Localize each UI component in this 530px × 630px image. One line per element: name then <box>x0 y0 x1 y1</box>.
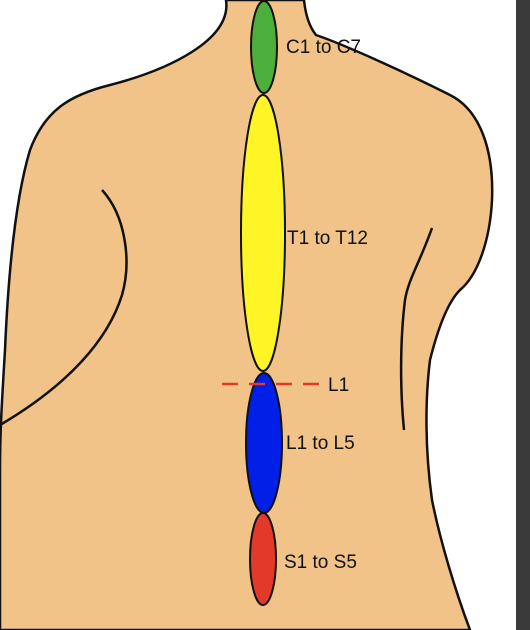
right-side-line <box>399 227 434 431</box>
l1-label: L1 <box>328 375 349 396</box>
cervical-segment <box>250 0 278 94</box>
lumbar-segment <box>245 372 283 514</box>
sacral-label: S1 to S5 <box>284 552 357 573</box>
lumbar-label: L1 to L5 <box>286 433 355 454</box>
sacral-segment <box>249 512 277 606</box>
thoracic-segment <box>240 94 286 372</box>
thoracic-label: T1 to T12 <box>287 228 368 249</box>
frame-strip <box>516 0 530 630</box>
left-armpit-line <box>0 189 128 427</box>
cervical-label: C1 to C7 <box>286 37 361 58</box>
